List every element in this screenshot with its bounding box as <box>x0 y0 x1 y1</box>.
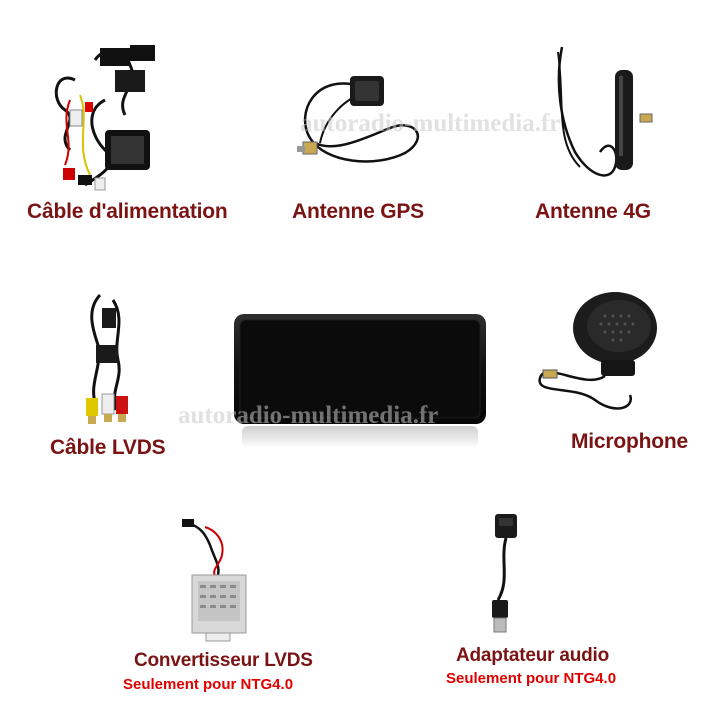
display-screen-icon <box>232 312 488 452</box>
lvds-converter-icon <box>180 515 260 645</box>
lvds-cable-label: Câble LVDS <box>50 436 166 459</box>
4g-antenna-icon <box>550 42 660 187</box>
microphone-label: Microphone <box>571 430 688 453</box>
4g-antenna-label: Antenne 4G <box>535 200 651 223</box>
lvds-cable-icon <box>78 290 138 435</box>
gps-antenna-label: Antenne GPS <box>292 200 424 223</box>
audio-adapter-note: Seulement pour NTG4.0 <box>446 670 617 687</box>
lvds-converter-label: Convertisseur LVDS <box>134 650 313 671</box>
wiring-harness-icon <box>45 40 175 195</box>
lvds-converter-note: Seulement pour NTG4.0 <box>123 676 294 693</box>
gps-antenna-icon <box>295 58 435 178</box>
audio-adapter-label: Adaptateur audio <box>456 645 610 666</box>
microphone-icon <box>535 290 675 425</box>
usb-audio-adapter-icon <box>480 510 530 640</box>
power-cable-label: Câble d'alimentation <box>27 200 228 223</box>
